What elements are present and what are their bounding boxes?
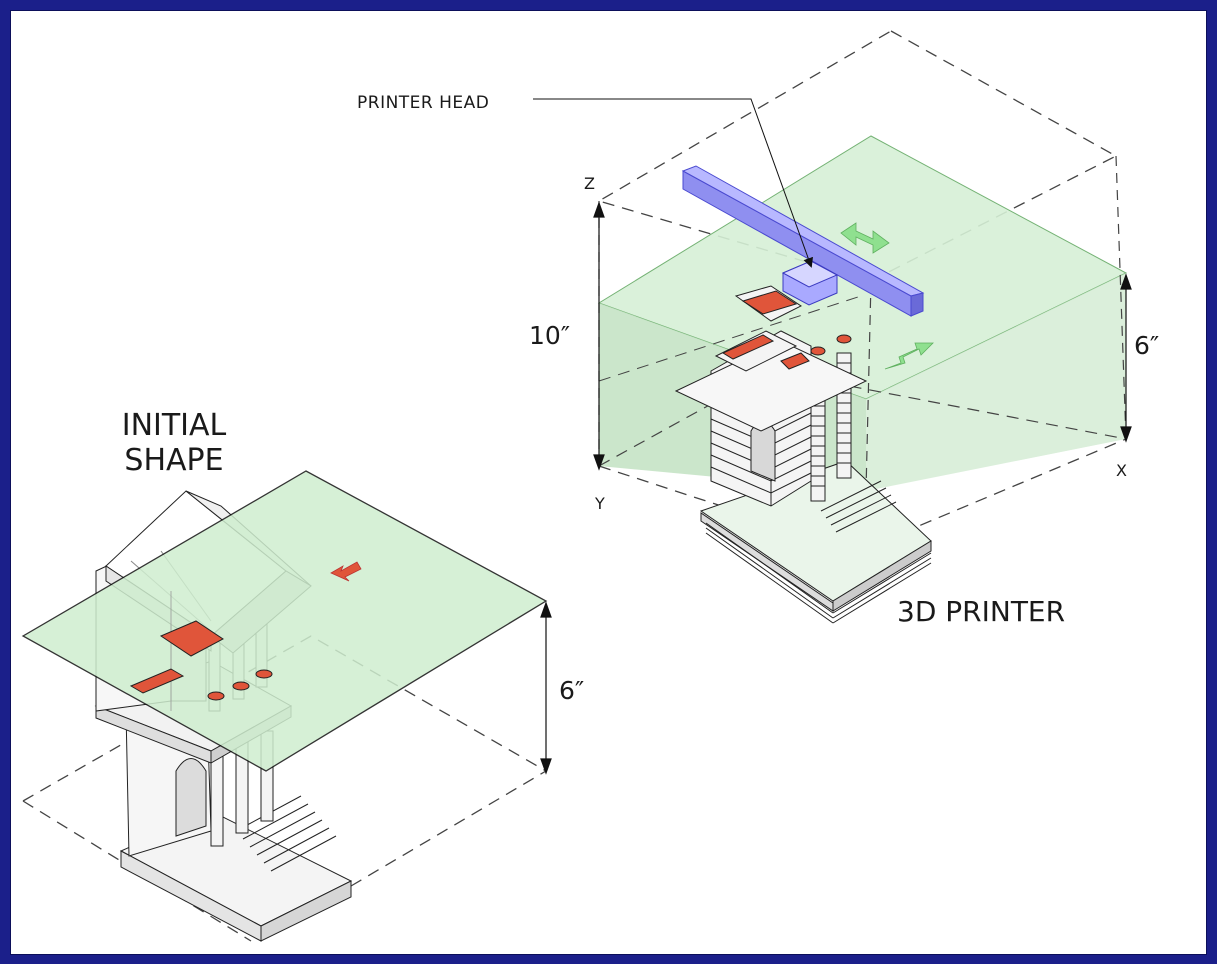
print-volume — [597, 30, 1128, 552]
printer-caption: 3D PRINTER — [897, 595, 1066, 628]
dimension-right-height: 6″ — [1134, 331, 1160, 360]
axis-z-label: Z — [584, 174, 595, 193]
isometric-diagram — [21, 30, 1132, 942]
dimension-lines-right — [593, 201, 1132, 471]
dimension-total-height: 10″ — [529, 321, 571, 350]
diagram-canvas: PRINTER HEAD Z Y X 10″ 6″ 6″ INITIAL SHA… — [10, 10, 1207, 955]
printer-head-label: PRINTER HEAD — [357, 93, 490, 113]
motion-arrows — [840, 222, 934, 370]
slice-direction-arrow — [330, 561, 362, 582]
axis-x-label: X — [1116, 461, 1127, 480]
initial-shape-caption: INITIAL SHAPE — [121, 408, 227, 478]
printer-head-leader — [533, 98, 814, 268]
dimension-line-left — [540, 601, 552, 775]
slice-plane — [21, 470, 548, 772]
printed-object — [674, 285, 932, 624]
cut-section-left — [129, 620, 273, 701]
dimension-left-height: 6″ — [559, 676, 585, 705]
printer-head — [681, 165, 925, 317]
axis-y-label: Y — [595, 494, 605, 513]
